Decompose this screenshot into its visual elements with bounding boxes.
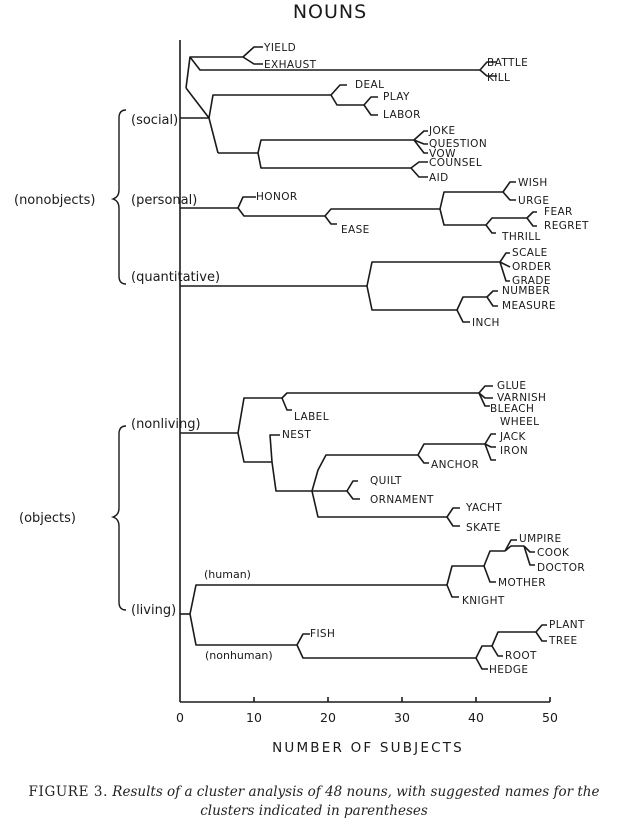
leaf-label-question: QUESTION: [429, 138, 487, 150]
leaf-label-kill: KILL: [487, 72, 510, 84]
tick-label-20: 20: [320, 710, 336, 725]
leaf-label-vow: VOW: [429, 148, 456, 160]
leaf-label-hedge: HEDGE: [489, 664, 528, 676]
tick-label-0: 0: [176, 710, 184, 725]
dendrogram-branches: [180, 46, 547, 670]
leaf-label-glue: GLUE: [497, 380, 526, 392]
leaf-label-umpire: UMPIRE: [519, 533, 562, 545]
leaf-label-order: ORDER: [512, 261, 552, 273]
figure-caption: FIGURE 3. Results of a cluster analysis …: [10, 783, 618, 821]
brace-nonobjects: [110, 109, 127, 285]
leaf-label-counsel: COUNSEL: [429, 157, 482, 169]
leaf-label-grade: GRADE: [512, 275, 551, 287]
leaf-label-label: LABEL: [294, 411, 329, 423]
group-label-quantitative: (quantitative): [131, 270, 220, 285]
leaf-label-honor: HONOR: [256, 191, 298, 203]
leaf-label-mother: MOTHER: [498, 577, 546, 589]
x-axis-tick-labels: 0 10 20 30 40 50: [176, 710, 558, 725]
leaf-label-wish: WISH: [518, 177, 548, 189]
leaf-labels: YIELD EXHAUST BATTLE KILL DEAL PLAY LABO…: [256, 42, 589, 676]
subgroup-labels: (human) (nonhuman): [204, 568, 273, 662]
tick-label-30: 30: [394, 710, 410, 725]
leaf-label-wheel: WHEEL: [500, 416, 539, 428]
group-label-objects: (objects): [19, 511, 76, 526]
brace-objects: [110, 425, 127, 611]
leaf-label-yacht: YACHT: [465, 502, 502, 514]
tick-label-40: 40: [468, 710, 484, 725]
leaf-label-regret: REGRET: [544, 220, 589, 232]
leaf-label-labor: LABOR: [383, 109, 421, 121]
leaf-label-knight: KNIGHT: [462, 595, 505, 607]
group-braces: [110, 109, 127, 611]
leaf-label-root: ROOT: [505, 650, 537, 662]
leaf-label-doctor: DOCTOR: [537, 562, 585, 574]
group-label-living: (living): [131, 603, 176, 618]
leaf-label-yield: YIELD: [263, 42, 296, 54]
leaf-label-joke: JOKE: [428, 125, 455, 137]
subgroup-label-nonhuman: (nonhuman): [205, 649, 273, 662]
caption-text: Results of a cluster analysis of 48 noun…: [112, 784, 600, 819]
leaf-label-exhaust: EXHAUST: [264, 59, 317, 71]
leaf-label-aid: AID: [429, 172, 449, 184]
group-label-nonobjects: (nonobjects): [14, 193, 95, 208]
group-labels: (nonobjects) (social) (personal) (quanti…: [14, 113, 220, 618]
leaf-label-ease: EASE: [341, 224, 370, 236]
caption-figure-label: FIGURE 3.: [28, 784, 108, 800]
leaf-label-anchor: ANCHOR: [431, 459, 479, 471]
leaf-label-play: PLAY: [383, 91, 410, 103]
leaf-label-nest: NEST: [282, 429, 311, 441]
leaf-label-varnish: VARNISH: [497, 392, 546, 404]
x-axis-label: NUMBER OF SUBJECTS: [272, 740, 464, 756]
leaf-label-battle: BATTLE: [487, 57, 528, 69]
leaf-label-fear: FEAR: [544, 206, 573, 218]
tick-label-50: 50: [542, 710, 558, 725]
leaf-label-number: NUMBER: [502, 285, 550, 297]
leaf-label-inch: INCH: [472, 317, 500, 329]
leaf-label-deal: DEAL: [355, 79, 384, 91]
leaf-label-bleach: BLEACH: [490, 403, 534, 415]
leaf-label-ornament: ORNAMENT: [370, 494, 434, 506]
leaf-label-quilt: QUILT: [370, 475, 402, 487]
subgroup-label-human: (human): [204, 568, 251, 581]
leaf-label-measure: MEASURE: [502, 300, 556, 312]
figure-title: NOUNS: [293, 1, 367, 23]
leaf-label-skate: SKATE: [466, 522, 501, 534]
leaf-label-tree: TREE: [548, 635, 578, 647]
group-label-nonliving: (nonliving): [131, 417, 201, 432]
leaf-label-urge: URGE: [518, 195, 549, 207]
leaf-label-cook: COOK: [537, 547, 570, 559]
tick-label-10: 10: [246, 710, 262, 725]
leaf-label-plant: PLANT: [549, 619, 585, 631]
leaf-label-iron: IRON: [500, 445, 528, 457]
group-label-personal: (personal): [131, 193, 197, 208]
leaf-label-fish: FISH: [310, 628, 335, 640]
x-axis: [179, 40, 551, 703]
leaf-label-scale: SCALE: [512, 247, 548, 259]
group-label-social: (social): [131, 113, 178, 128]
leaf-label-jack: JACK: [499, 431, 526, 443]
leaf-label-thrill: THRILL: [501, 231, 541, 243]
